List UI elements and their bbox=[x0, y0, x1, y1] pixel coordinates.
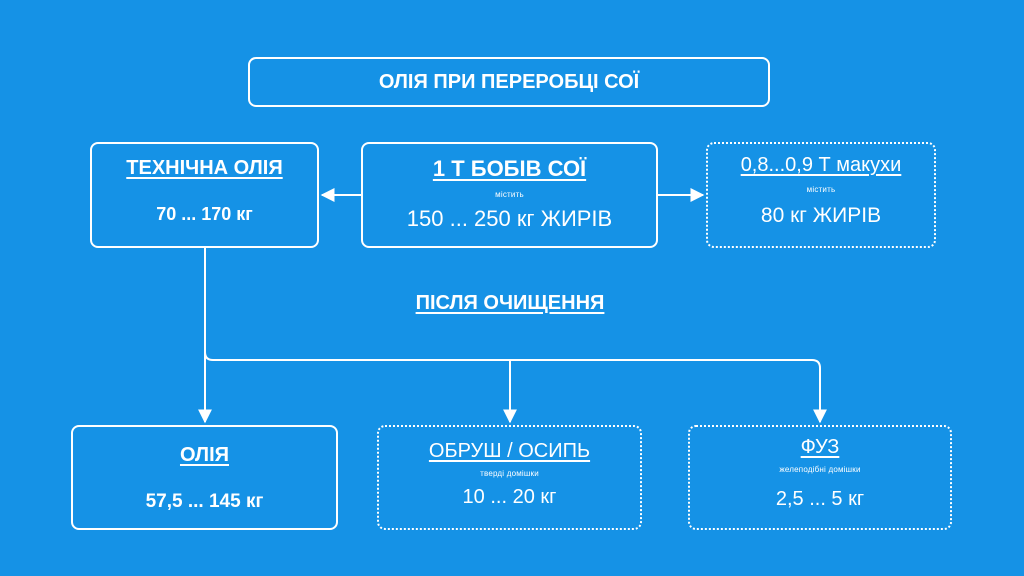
meal-note: містить bbox=[806, 185, 836, 194]
fuz-value: 2,5 ... 5 кг bbox=[775, 488, 865, 510]
fuz-box: ФУЗ желеподібні домішки 2,5 ... 5 кг bbox=[688, 425, 952, 530]
soybeans-note: містить bbox=[495, 190, 524, 199]
technical-oil-heading: ТЕХНІЧНА ОЛІЯ bbox=[126, 157, 283, 179]
soybeans-box: 1 Т БОБІВ СОЇ містить 150 ... 250 кг ЖИР… bbox=[361, 142, 658, 248]
after-cleaning-label: ПІСЛЯ ОЧИЩЕННЯ bbox=[415, 292, 605, 314]
oil-value: 57,5 ... 145 кг bbox=[145, 491, 264, 512]
diagram-title: ОЛІЯ ПРИ ПЕРЕРОБЦІ СОЇ bbox=[378, 70, 640, 93]
soybeans-value: 150 ... 250 кг ЖИРІВ bbox=[406, 206, 613, 231]
soybeans-heading: 1 Т БОБІВ СОЇ bbox=[432, 156, 587, 181]
meal-heading: 0,8...0,9 Т макухи bbox=[740, 154, 902, 176]
oil-heading: ОЛІЯ bbox=[179, 444, 230, 466]
husk-box: ОБРУШ / ОСИПЬ тверді домішки 10 ... 20 к… bbox=[377, 425, 642, 530]
fuz-heading: ФУЗ bbox=[800, 436, 840, 458]
husk-note: тверді домішки bbox=[480, 469, 539, 478]
husk-heading: ОБРУШ / ОСИПЬ bbox=[428, 440, 591, 462]
title-box: ОЛІЯ ПРИ ПЕРЕРОБЦІ СОЇ bbox=[248, 57, 770, 107]
oil-box: ОЛІЯ 57,5 ... 145 кг bbox=[71, 425, 338, 530]
meal-box: 0,8...0,9 Т макухи містить 80 кг ЖИРІВ bbox=[706, 142, 936, 248]
meal-value: 80 кг ЖИРІВ bbox=[760, 204, 882, 227]
connector-branch-horizontal bbox=[204, 351, 827, 424]
technical-oil-value: 70 ... 170 кг bbox=[156, 204, 253, 224]
fuz-note: желеподібні домішки bbox=[779, 465, 861, 474]
husk-value: 10 ... 20 кг bbox=[462, 486, 557, 508]
technical-oil-box: ТЕХНІЧНА ОЛІЯ 70 ... 170 кг bbox=[90, 142, 319, 248]
